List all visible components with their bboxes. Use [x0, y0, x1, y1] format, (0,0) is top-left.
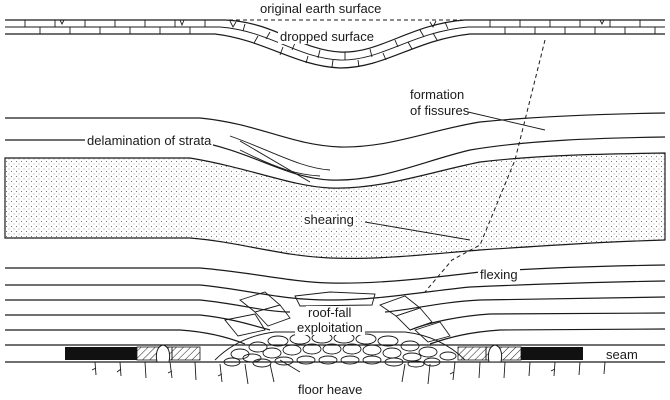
seam-layer: [5, 344, 665, 363]
shearing-label: shearing: [302, 212, 356, 227]
dropped-surface-label: dropped surface: [278, 29, 376, 44]
stratum-line: [5, 136, 666, 181]
seam-label: seam: [606, 347, 638, 362]
stratum-line: [5, 112, 666, 148]
flexing-label: flexing: [478, 267, 520, 282]
roof-fall-label: roof-fall: [306, 305, 354, 320]
delamination-label: delamination of strata: [85, 133, 214, 148]
angle-of-draw-line: [424, 39, 546, 293]
floor-heave-label: floor heave: [296, 382, 365, 397]
formation-fissures-label-1: formation: [410, 87, 465, 102]
original-surface-label: original earth surface: [258, 1, 384, 16]
sandstone-layer: [4, 152, 666, 259]
exploitation-label: exploitation: [295, 320, 365, 335]
formation-fissures-label-2: of fissures: [410, 103, 470, 118]
dropped-surface-layer: [5, 19, 665, 69]
roof-blocks: [224, 291, 451, 343]
floor-cracks: [91, 361, 606, 385]
